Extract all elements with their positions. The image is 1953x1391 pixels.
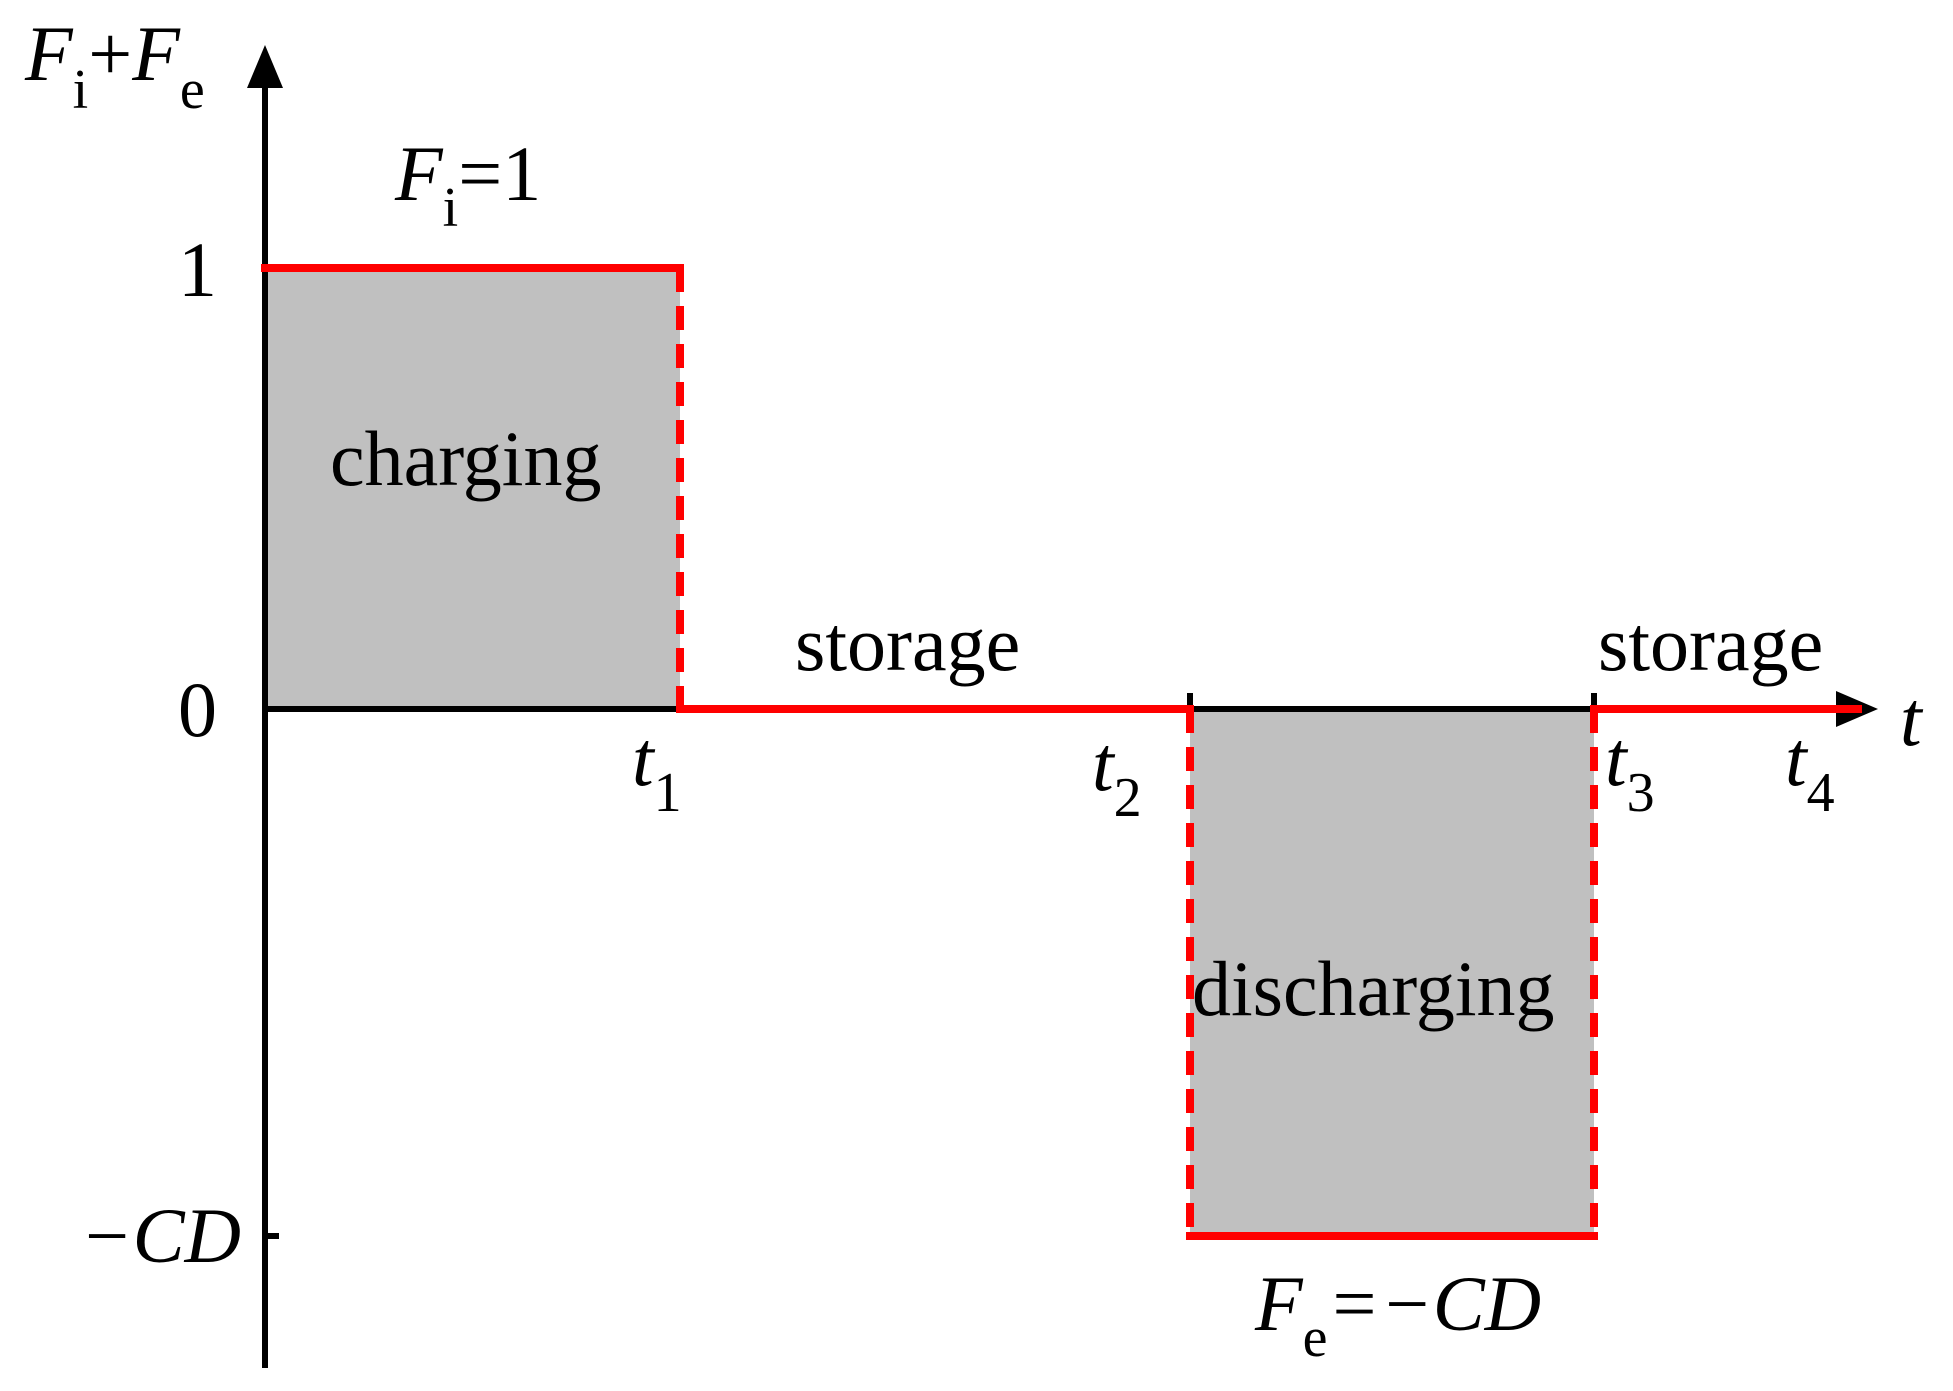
y-axis-label: Fi+Fe [24, 10, 205, 121]
fe-annotation: Fe=−CD [1254, 1260, 1541, 1369]
x-tick-label-t4: t4 [1785, 715, 1835, 824]
fi-annotation: Fi=1 [394, 130, 541, 239]
discharging-label: discharging [1192, 945, 1555, 1032]
storage-label-1: storage [795, 600, 1020, 687]
y-tick-label-one: 1 [178, 226, 217, 313]
y-tick-label-neg: −CD [80, 1192, 241, 1279]
x-tick-label-t1: t1 [632, 715, 682, 824]
storage-label-2: storage [1598, 600, 1823, 687]
charging-region [265, 268, 680, 709]
charging-label: charging [330, 415, 601, 502]
x-tick-label-t2: t2 [1092, 720, 1142, 829]
profile-solid [261, 264, 1862, 1240]
profile-dashed [676, 268, 1598, 1236]
x-axis-label: t [1900, 675, 1924, 762]
x-tick-label-t3: t3 [1605, 715, 1655, 824]
y-axis-arrow-icon [247, 45, 283, 88]
y-tick-label-zero: 0 [178, 666, 217, 753]
discharging-region [1190, 709, 1594, 1236]
